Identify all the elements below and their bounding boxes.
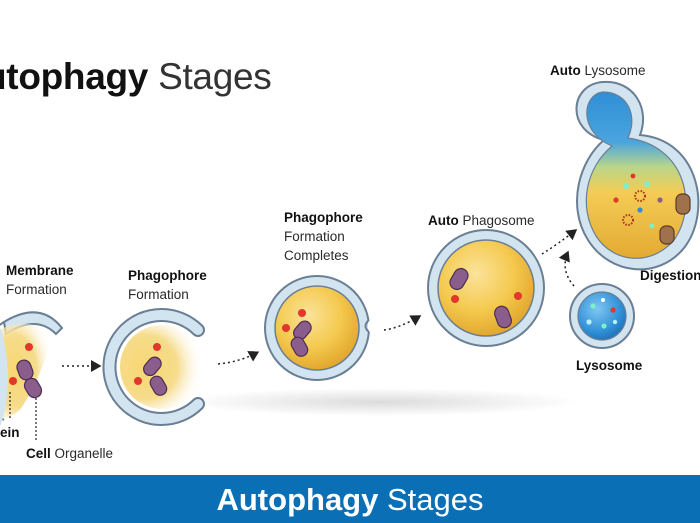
title-bold: utophagy [0,56,149,97]
label-phagophore-complete-line3: Completes [284,248,349,263]
banner-light: Stages [386,482,484,517]
protein-dot [153,343,161,351]
stage-phagophore-formation [102,308,205,426]
label-membrane-light: Formation [6,282,67,297]
protein-dot [9,377,17,385]
label-organelle-light: Organelle [54,446,114,461]
arrow-4 [541,229,578,255]
label-phagophore-complete-line2: Formation [284,229,345,244]
banner-title: Autophagy Stages [0,482,700,518]
label-lysosome-text: Lysosome [576,358,643,373]
protein-dot [25,343,33,351]
arrow-2 [217,351,260,365]
stage-membrane-formation [0,311,64,440]
arrow-3 [383,315,422,331]
title-light: Stages [158,56,272,97]
label-membrane-bold: Membrane [6,263,74,278]
label-autophagosome: Auto Phagosome [428,211,535,230]
label-protein-text: ein [0,425,20,440]
label-autolysosome: Auto Lysosome [550,61,646,80]
stage-autophagosome [427,229,545,347]
banner-bold: Autophagy [216,482,379,517]
label-cell-organelle: Cell Organelle [26,444,113,463]
label-autophagosome-light: Phagosome [462,213,535,228]
label-phagophore-complete-bold: Phagophore [284,210,363,225]
organelle-shape [23,377,43,399]
label-phagophore-bold: Phagophore [128,268,207,283]
label-autolysosome-bold: Auto [550,63,581,78]
protein-dot [134,377,142,385]
label-phagophore-light: Formation [128,287,189,302]
label-autolysosome-light: Lysosome [584,63,646,78]
stage-phagophore-complete [264,275,378,381]
label-lysosome: Lysosome [576,356,642,375]
ground-shadow [180,388,580,416]
label-cell-bold: Cell [26,446,51,461]
stage-lysosome [569,283,635,349]
page-title: utophagy Stages [0,55,272,99]
label-autophagosome-bold: Auto [428,213,459,228]
arrow-5 [558,250,575,287]
label-digestion-text: Digestion [640,268,700,283]
label-digestion: Digestion [640,266,700,285]
label-protein: ein [0,423,20,442]
stage-autolysosome [575,80,700,271]
footer-banner: Autophagy Stages [0,472,700,523]
